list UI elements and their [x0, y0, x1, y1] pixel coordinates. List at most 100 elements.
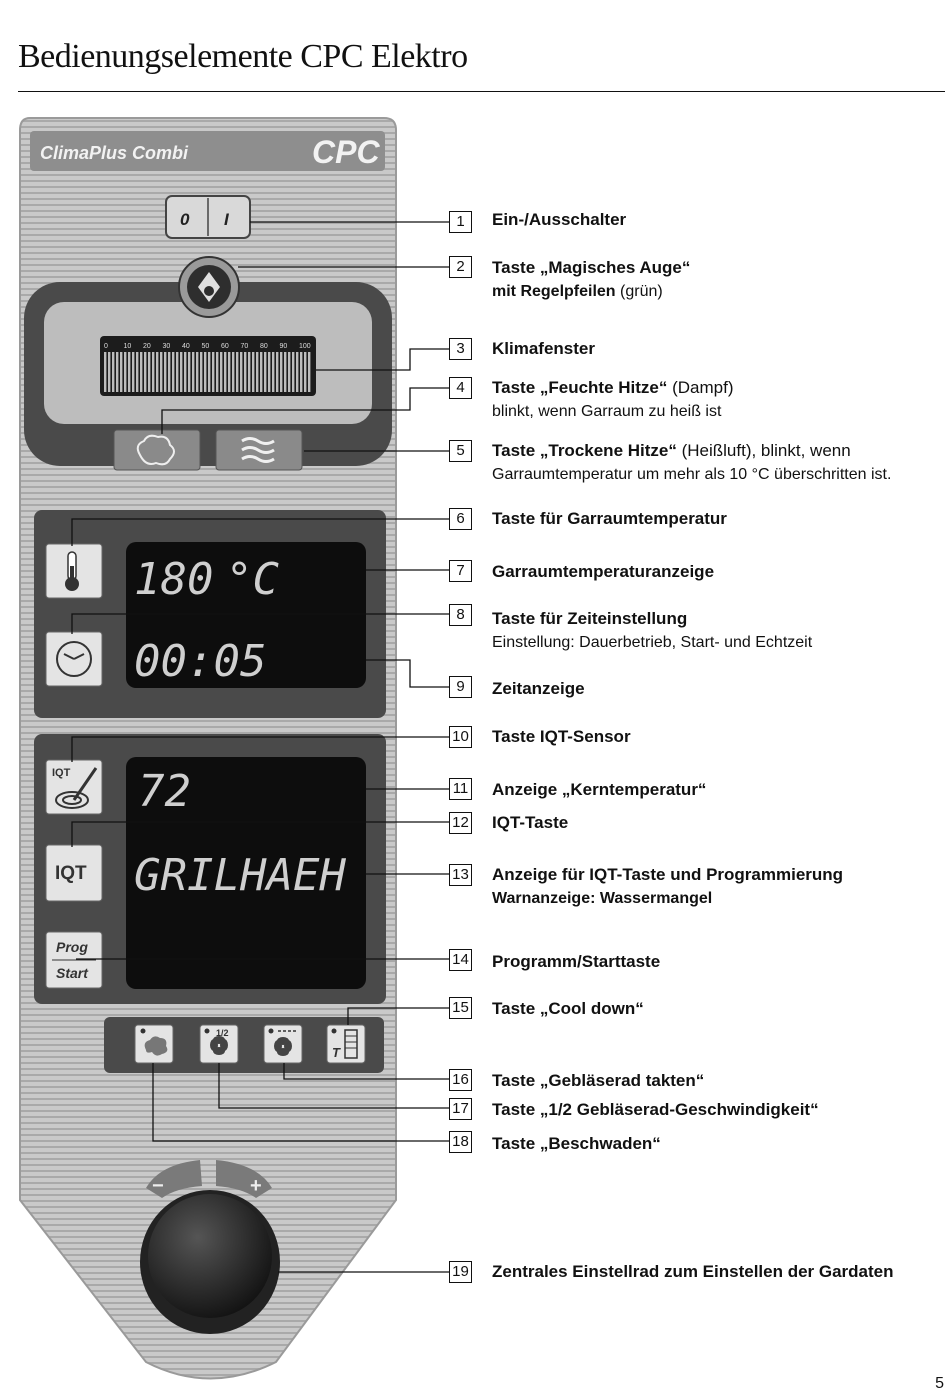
plus-label: +: [250, 1175, 262, 1197]
callout-title: Taste für Garraumtemperatur: [492, 509, 727, 528]
scale-segment: [232, 352, 235, 392]
scale-segment: [160, 352, 163, 392]
scale-segment: [308, 352, 311, 392]
callout-text: Taste „Feuchte Hitze“ (Dampf)blinkt, wen…: [492, 376, 734, 424]
temperature-button[interactable]: [45, 543, 103, 599]
scale-segment: [212, 352, 215, 392]
iqt-key-label: IQT: [55, 863, 87, 884]
prog-start-button[interactable]: Prog Start: [45, 931, 103, 989]
callout-title: Zeitanzeige: [492, 679, 585, 698]
core-probe-icon: [55, 767, 98, 809]
callout-number: 11: [449, 778, 472, 800]
callout-number: 2: [449, 256, 472, 278]
callout-title: Anzeige für IQT-Taste und Programmierung: [492, 865, 844, 884]
scale-segment: [196, 352, 199, 392]
scale-segment: [156, 352, 159, 392]
power-on-label: I: [224, 210, 230, 229]
scale-tick-label: 80: [260, 343, 268, 350]
scale-segment: [124, 352, 127, 392]
cool-down-button[interactable]: T: [326, 1024, 366, 1064]
scale-tick-label: 30: [163, 343, 171, 350]
callout-title: Taste „1/2 Gebläserad-Geschwindigkeit“: [492, 1100, 819, 1119]
callout-title-line2: mit Regelpfeilen: [492, 283, 616, 300]
scale-segment: [108, 352, 111, 392]
power-switch[interactable]: 0 I: [165, 195, 251, 239]
callout-description: Einstellung: Dauerbetrieb, Start- und Ec…: [492, 634, 813, 651]
leader-lines: [71, 221, 449, 1273]
steam-burst-icon: [144, 1036, 168, 1056]
moisture-injection-button[interactable]: [134, 1024, 174, 1064]
callout-number: 12: [449, 812, 472, 834]
callout-text: Klimafenster: [492, 337, 595, 361]
callout-title: Taste IQT-Sensor: [492, 727, 631, 746]
timer-button[interactable]: [45, 631, 103, 687]
scale-segment: [260, 352, 263, 392]
callout-title: IQT-Taste: [492, 813, 569, 832]
scale-segment: [228, 352, 231, 392]
callout-number: 8: [449, 604, 472, 626]
scale-segment: [120, 352, 123, 392]
increase-button[interactable]: +: [216, 1160, 272, 1198]
callout-text: Taste „1/2 Gebläserad-Geschwindigkeit“: [492, 1098, 819, 1122]
scale-segment: [184, 352, 187, 392]
iqt-key-button[interactable]: IQT: [45, 844, 103, 902]
iqt-display: [126, 757, 366, 989]
callout-number: 16: [449, 1069, 472, 1091]
scale-segment: [248, 352, 251, 392]
dry-heat-button[interactable]: [215, 429, 303, 471]
callout-text: Taste „Trockene Hitze“ (Heißluft), blink…: [492, 439, 891, 487]
humid-heat-button[interactable]: [113, 429, 201, 471]
scale-segment: [144, 352, 147, 392]
scale-segment: [176, 352, 179, 392]
iqt-sensor-label: IQT: [52, 767, 71, 779]
scale-segment: [132, 352, 135, 392]
callout-title: Taste „Feuchte Hitze“: [492, 378, 668, 397]
callout-description: (grün): [615, 283, 663, 300]
scale-segment: [276, 352, 279, 392]
scale-segment: [200, 352, 203, 392]
function-row-frame: [104, 1017, 384, 1073]
callout-text: Taste „Magisches Auge“mit Regelpfeilen (…: [492, 256, 690, 304]
iqt-sensor-button[interactable]: IQT: [45, 759, 103, 815]
callout-text: Taste IQT-Sensor: [492, 725, 631, 749]
scale-segment: [180, 352, 183, 392]
scale-segment: [204, 352, 207, 392]
time-display: 00:05: [134, 636, 266, 687]
scale-segment: [240, 352, 243, 392]
scale-segment: [300, 352, 303, 392]
fan-half-label: 1/2: [216, 1028, 229, 1038]
scale-tick-label: 100: [299, 343, 311, 350]
callout-title: Anzeige „Kerntemperatur“: [492, 780, 707, 799]
callout-number: 10: [449, 726, 472, 748]
scale-segment: [128, 352, 131, 392]
scale-segment: [136, 352, 139, 392]
scale-segment: [116, 352, 119, 392]
callout-text: Taste „Cool down“: [492, 997, 644, 1021]
callout-number: 5: [449, 440, 472, 462]
callout-number: 13: [449, 864, 472, 886]
prog-label: Prog: [56, 939, 88, 955]
scale-segment: [224, 352, 227, 392]
callout-title: Taste „Cool down“: [492, 999, 644, 1018]
temp-display: 180: [134, 554, 213, 605]
scale-segment: [288, 352, 291, 392]
scale-segment: [192, 352, 195, 392]
scale-tick-label: 50: [202, 343, 210, 350]
hot-air-waves-icon: [241, 437, 275, 463]
callout-number: 1: [449, 211, 472, 233]
magic-eye-button[interactable]: [178, 256, 240, 318]
title-rule: [18, 91, 945, 92]
page-title: Bedienungselemente CPC Elektro: [18, 38, 468, 75]
callout-note: (Heißluft), blinkt, wenn: [676, 441, 851, 460]
fan-pulse-button[interactable]: [263, 1024, 303, 1064]
callout-text: Zeitanzeige: [492, 677, 585, 701]
callout-text: Garraumtemperaturanzeige: [492, 560, 714, 584]
decrease-button[interactable]: −: [146, 1160, 202, 1198]
scale-segment: [172, 352, 175, 392]
fan-half-speed-button[interactable]: 1/2: [199, 1024, 239, 1064]
callout-text: Taste für Garraumtemperatur: [492, 507, 727, 531]
callout-title: Programm/Starttaste: [492, 952, 661, 971]
central-dial[interactable]: [140, 1190, 280, 1334]
scale-segment: [112, 352, 115, 392]
